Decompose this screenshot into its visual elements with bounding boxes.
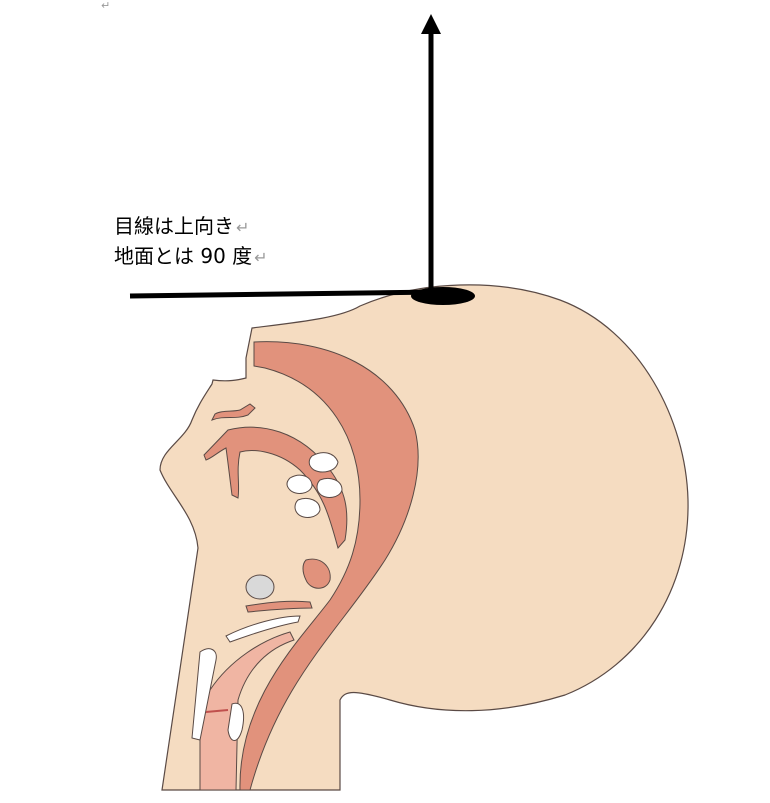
crown-marker [411, 287, 475, 305]
annotation-line-2: 地面とは 90 度↵ [114, 244, 268, 270]
annotation-line-1: 目線は上向き↵ [114, 214, 249, 240]
cartilage-left [191, 648, 217, 741]
return-mark-icon: ↵ [254, 248, 268, 267]
up-arrow-icon [421, 14, 441, 34]
ground-line [129, 289, 441, 299]
uvula [302, 558, 331, 589]
epiglottis [225, 615, 301, 643]
return-mark-icon: ↵ [236, 218, 250, 237]
trachea [199, 631, 295, 791]
cartilage-right [227, 702, 245, 741]
tongue-base [245, 600, 313, 613]
annotation-text-2: 地面とは 90 度 [114, 244, 253, 268]
return-mark-icon: ↵ [101, 0, 111, 12]
annotation-text-1: 目線は上向き [114, 214, 234, 238]
teeth [286, 452, 343, 518]
vocal-fold [205, 709, 229, 713]
pharyngeal-wall [239, 341, 419, 791]
hyoid-bone [245, 574, 275, 600]
